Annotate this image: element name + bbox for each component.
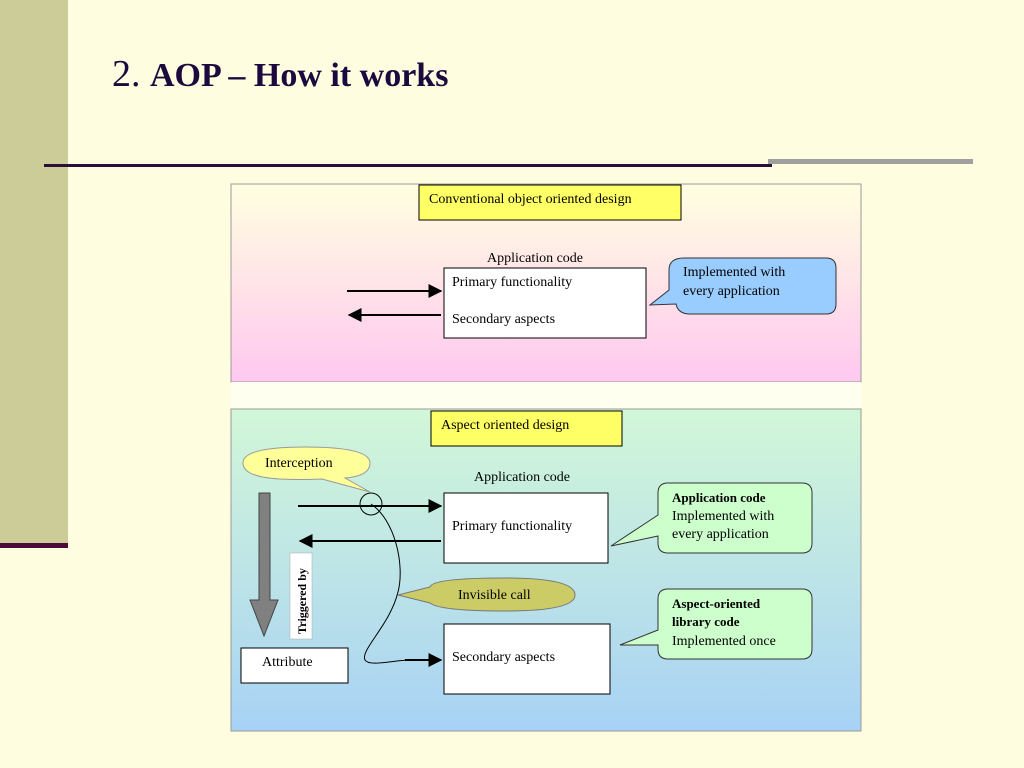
conventional-primary: Primary functionality xyxy=(452,275,572,290)
conventional-heading: Conventional object oriented design xyxy=(429,192,632,207)
bubble2-title-line1: Aspect-oriented xyxy=(672,596,761,611)
bubble2-line3: Implemented once xyxy=(672,634,776,649)
aspect-app-code-label: Application code xyxy=(474,470,570,485)
application-code-bubble: Application code Implemented with every … xyxy=(610,482,813,554)
bubble2-title-line2: library code xyxy=(672,614,740,629)
trigger-down-arrow xyxy=(249,492,279,638)
conventional-app-code-label: Application code xyxy=(487,251,583,266)
bubble1-line2: Implemented with xyxy=(672,509,774,524)
triggered-by-box xyxy=(289,552,313,640)
aspect-library-bubble: Aspect-oriented library code Implemented… xyxy=(619,588,813,660)
aspect-app-box xyxy=(443,492,609,564)
conventional-secondary: Secondary aspects xyxy=(452,312,555,327)
slide-title-number: 2. xyxy=(112,53,141,95)
bubble1-line3: every application xyxy=(672,527,769,542)
conventional-bubble-line2: every application xyxy=(683,284,780,299)
aspect-secondary: Secondary aspects xyxy=(452,650,555,665)
invisible-call-path xyxy=(363,503,421,664)
aspect-secondary-box xyxy=(443,623,611,695)
left-accent-bar xyxy=(0,0,68,545)
title-divider xyxy=(44,164,772,167)
interception-callout: Interception xyxy=(242,446,371,493)
conventional-speech-bubble: Implemented with every application xyxy=(648,257,837,315)
aspect-panel: Aspect oriented design Interception Trig… xyxy=(230,408,862,732)
invisible-call-callout: Invisible call xyxy=(397,577,576,612)
bubble1-title: Application code xyxy=(672,490,766,505)
conventional-app-box xyxy=(443,267,647,339)
aspect-primary: Primary functionality xyxy=(452,519,572,534)
title-divider-accent xyxy=(768,159,973,164)
aspect-heading-box xyxy=(430,410,623,447)
left-accent-line xyxy=(0,543,68,548)
conventional-bubble-line1: Implemented with xyxy=(683,265,785,280)
aspect-heading: Aspect oriented design xyxy=(441,418,569,433)
conventional-heading-box xyxy=(418,184,682,221)
attribute-label: Attribute xyxy=(262,655,313,670)
slide-title-text: AOP – How it works xyxy=(150,57,449,94)
triggered-by-label: Triggered by xyxy=(295,568,309,634)
invisible-call-label: Invisible call xyxy=(458,588,531,603)
slide-title: 2. AOP – How it works xyxy=(112,52,448,96)
interception-circle xyxy=(359,492,383,516)
interception-label: Interception xyxy=(265,456,333,471)
conventional-panel: Conventional object oriented design Appl… xyxy=(230,183,862,409)
attribute-box xyxy=(240,647,349,684)
